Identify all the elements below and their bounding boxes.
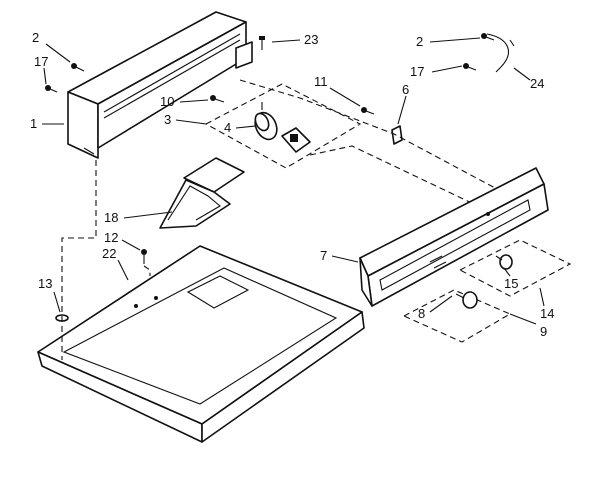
rear-console-housing xyxy=(67,11,253,159)
knob-4 xyxy=(254,102,278,141)
callout-3: 3 xyxy=(164,112,171,127)
callout-18: 18 xyxy=(104,210,118,225)
callout-17-right: 17 xyxy=(410,64,424,79)
knob-8 xyxy=(455,291,478,309)
callout-17-left: 17 xyxy=(34,54,48,69)
callout-14: 14 xyxy=(540,306,554,321)
screw-2-left xyxy=(71,63,85,72)
main-top-22 xyxy=(37,245,365,443)
callout-15: 15 xyxy=(504,276,518,291)
clip-6 xyxy=(391,125,403,145)
screw-12 xyxy=(141,249,147,264)
screw-17-right xyxy=(463,63,477,71)
callout-2-right: 2 xyxy=(416,34,423,49)
screw-10 xyxy=(210,95,225,103)
callout-12: 12 xyxy=(104,230,118,245)
callout-2-left: 2 xyxy=(32,30,39,45)
switch-3 xyxy=(281,127,311,153)
bracket-18 xyxy=(159,157,245,229)
callout-23: 23 xyxy=(304,32,318,47)
callout-11: 11 xyxy=(314,74,328,89)
callout-labels: 2 17 1 23 10 3 4 11 6 2 17 24 18 12 22 1… xyxy=(30,30,554,339)
leader-lines xyxy=(42,37,545,325)
callout-22: 22 xyxy=(102,246,116,261)
callout-10: 10 xyxy=(160,94,174,109)
screw-2-right xyxy=(481,33,495,41)
control-panel-7 xyxy=(359,167,549,307)
callout-6: 6 xyxy=(402,82,409,97)
knob-15 xyxy=(495,254,513,270)
callout-8: 8 xyxy=(418,306,425,321)
wire-clip-24 xyxy=(486,33,509,73)
screw-23 xyxy=(259,36,265,50)
callout-9: 9 xyxy=(540,324,547,339)
callout-24: 24 xyxy=(530,76,544,91)
callout-13: 13 xyxy=(38,276,52,291)
callout-7: 7 xyxy=(320,248,327,263)
callout-1: 1 xyxy=(30,116,37,131)
screw-17-left xyxy=(45,85,58,93)
callout-4: 4 xyxy=(224,120,231,135)
screw-11 xyxy=(361,107,375,115)
